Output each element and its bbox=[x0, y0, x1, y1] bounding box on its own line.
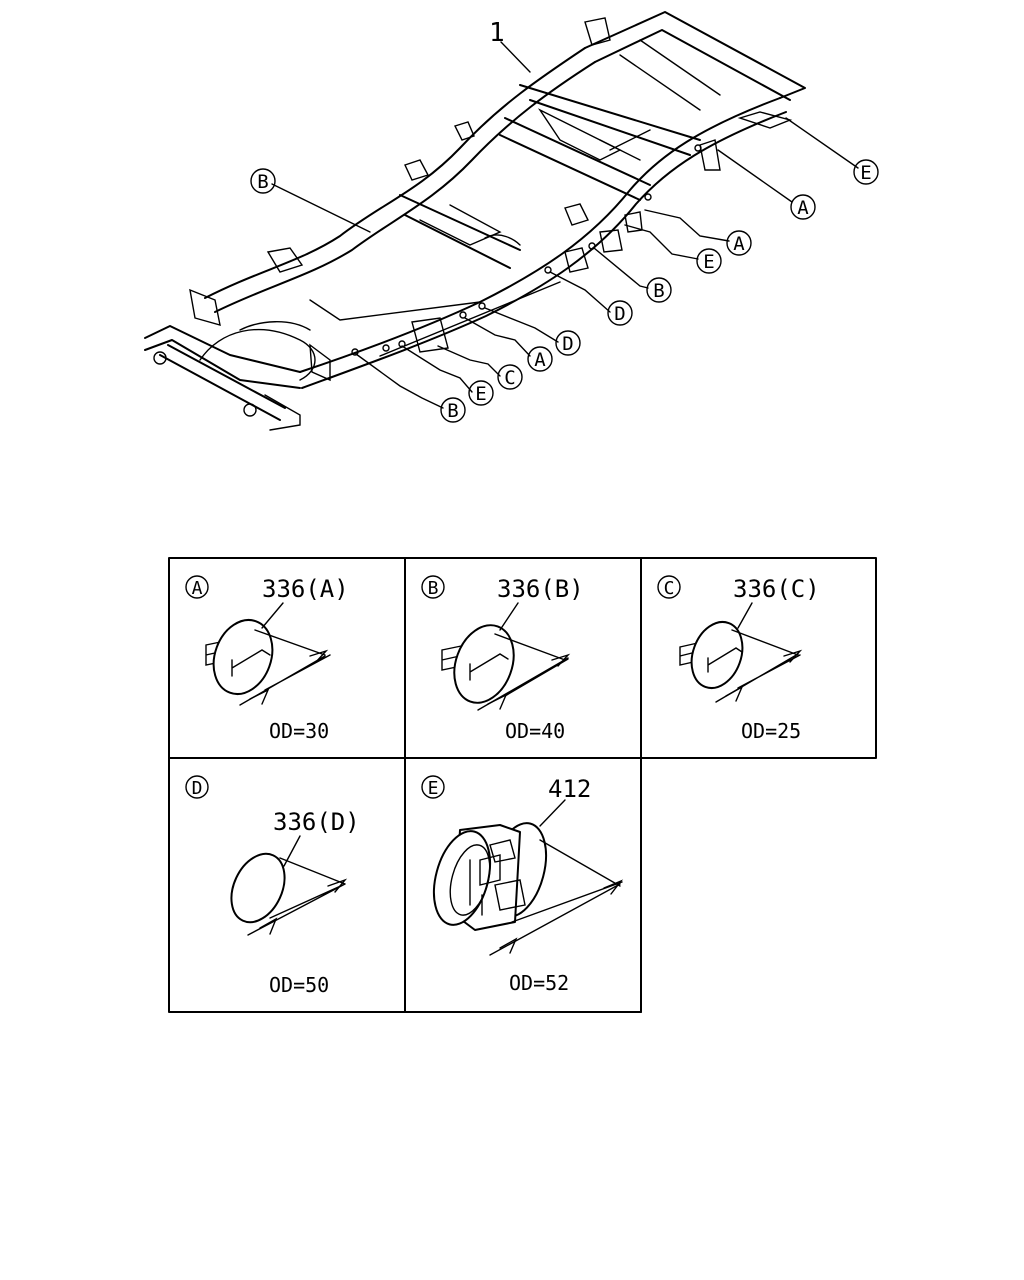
cell-od: OD=50 bbox=[269, 973, 329, 997]
cell-od: OD=25 bbox=[741, 719, 801, 743]
svg-text:B: B bbox=[653, 280, 664, 302]
callout-e-middle: E bbox=[696, 248, 722, 274]
svg-text:E: E bbox=[475, 383, 486, 405]
svg-text:D: D bbox=[562, 333, 573, 355]
callout-e-lower: E bbox=[468, 380, 494, 406]
cell-letter: E bbox=[428, 778, 439, 799]
cell-part-number: 412 bbox=[548, 775, 591, 803]
svg-text:A: A bbox=[797, 197, 809, 219]
cell-letter: B bbox=[428, 578, 439, 599]
callout-d-middle: D bbox=[607, 300, 633, 326]
frame-part-number: 1 bbox=[489, 18, 505, 48]
svg-text:E: E bbox=[860, 162, 871, 184]
callout-b-lower: B bbox=[440, 397, 466, 423]
callout-a-middle: A bbox=[726, 230, 752, 256]
frame-callouts: E A B A E B D D bbox=[250, 117, 879, 423]
callout-a-lower: A bbox=[527, 346, 553, 372]
cell-od: OD=52 bbox=[509, 971, 569, 995]
cell-od: OD=40 bbox=[505, 719, 565, 743]
svg-text:C: C bbox=[504, 367, 515, 389]
callout-c-lower: C bbox=[497, 364, 523, 390]
cell-part-number: 336(D) bbox=[273, 808, 360, 836]
svg-text:E: E bbox=[703, 251, 714, 273]
callout-a-right: A bbox=[790, 194, 816, 220]
cell-part-number: 336(B) bbox=[497, 575, 584, 603]
cell-letter: D bbox=[192, 778, 203, 799]
svg-text:B: B bbox=[257, 171, 268, 193]
cell-e: E 412 OD=52 bbox=[421, 775, 624, 995]
cell-letter: C bbox=[664, 578, 675, 599]
svg-text:A: A bbox=[733, 233, 745, 255]
cell-letter: A bbox=[192, 578, 203, 599]
callout-d-lower: D bbox=[555, 330, 581, 356]
chassis-frame-illustration: 1 bbox=[144, 11, 806, 431]
cell-b: B 336(B) OD=40 bbox=[421, 575, 584, 743]
cell-part-number: 336(A) bbox=[262, 575, 349, 603]
callout-e-top-right: E bbox=[853, 159, 879, 185]
plug-table: A 336(A) OD=30 B 336(B) OD=40 C bbox=[168, 557, 877, 1013]
callout-b-left-rail: B bbox=[250, 168, 276, 194]
svg-text:A: A bbox=[534, 349, 546, 371]
svg-text:B: B bbox=[447, 400, 458, 422]
cell-part-number: 336(C) bbox=[733, 575, 820, 603]
cell-od: OD=30 bbox=[269, 719, 329, 743]
cell-a: A 336(A) OD=30 bbox=[185, 575, 349, 743]
svg-text:D: D bbox=[614, 303, 625, 325]
cell-d: D 336(D) OD=50 bbox=[185, 775, 360, 997]
callout-b-middle: B bbox=[646, 277, 672, 303]
cell-c: C 336(C) OD=25 bbox=[657, 575, 820, 743]
